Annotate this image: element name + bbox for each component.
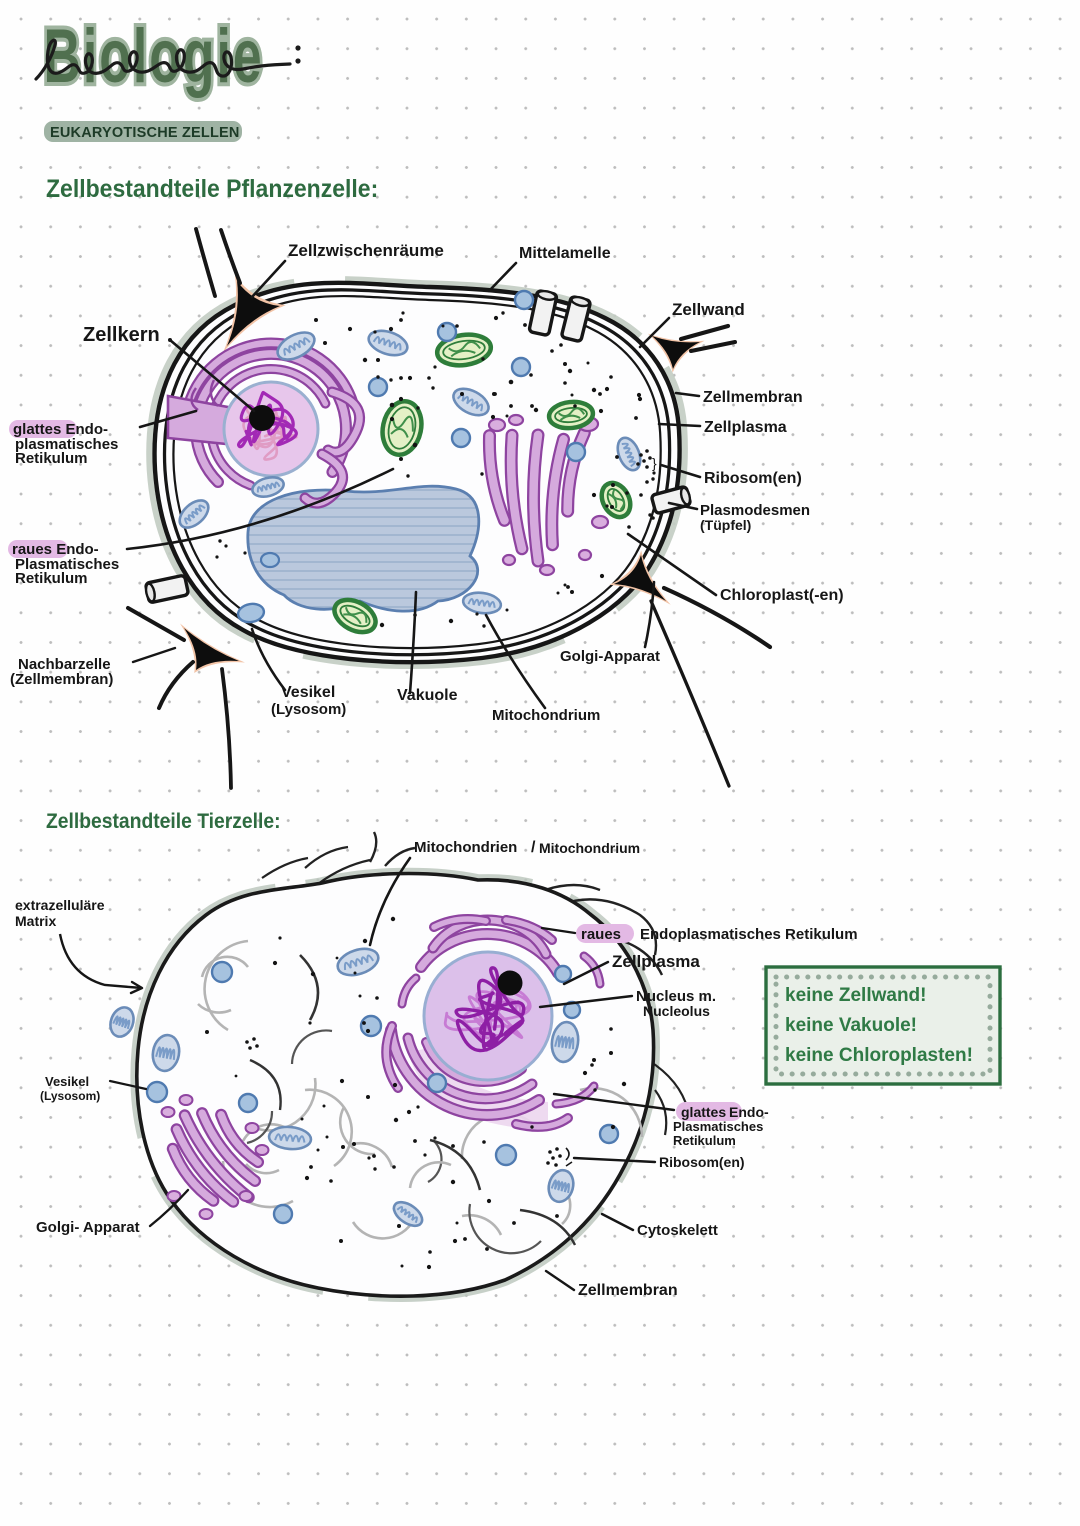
svg-text:Ribosom(en): Ribosom(en) xyxy=(704,470,802,487)
svg-text:plasmatisches: plasmatisches xyxy=(15,436,118,453)
svg-text:Ribosom(en): Ribosom(en) xyxy=(659,1154,745,1170)
svg-text:(Zellmembran): (Zellmembran) xyxy=(10,671,113,688)
svg-text:Vesikel: Vesikel xyxy=(45,1074,89,1089)
svg-text:keine Zellwand!: keine Zellwand! xyxy=(785,985,926,1006)
svg-text:Retikulum: Retikulum xyxy=(15,570,88,587)
svg-text:Endoplasmatisches Retikulum: Endoplasmatisches Retikulum xyxy=(640,926,858,943)
svg-text:keine Chloroplasten!: keine Chloroplasten! xyxy=(785,1045,973,1066)
svg-text:Nucleus m.: Nucleus m. xyxy=(636,988,716,1005)
svg-text:glattes: glattes xyxy=(681,1104,726,1120)
svg-text:Zellmembran: Zellmembran xyxy=(703,389,803,406)
svg-text:(Lysosom): (Lysosom) xyxy=(40,1089,100,1103)
svg-text:}: } xyxy=(652,455,657,471)
svg-text:Zellwand: Zellwand xyxy=(672,300,745,319)
svg-text:Nucleolus: Nucleolus xyxy=(643,1003,710,1019)
svg-text:/: / xyxy=(531,839,536,856)
svg-text:Vakuole: Vakuole xyxy=(397,687,458,704)
svg-text:Zellplasma: Zellplasma xyxy=(704,419,787,436)
svg-text:raues: raues xyxy=(581,926,621,943)
svg-text:Zellbestandteile Tierzelle:: Zellbestandteile Tierzelle: xyxy=(46,810,281,833)
svg-text:EUKARYOTISCHE ZELLEN: EUKARYOTISCHE ZELLEN xyxy=(50,125,240,141)
svg-text:Mitochondrium: Mitochondrium xyxy=(492,707,600,724)
svg-text:Plasmatisches: Plasmatisches xyxy=(673,1119,763,1134)
svg-text:Mitochondrium: Mitochondrium xyxy=(539,840,640,856)
svg-text:Matrix: Matrix xyxy=(15,913,56,929)
svg-text:Mittelamelle: Mittelamelle xyxy=(519,245,611,262)
svg-text:Plasmodesmen: Plasmodesmen xyxy=(700,502,810,519)
svg-text:Zellzwischenräume: Zellzwischenräume xyxy=(288,241,444,260)
svg-text:Vesikel: Vesikel xyxy=(281,684,335,701)
svg-text:keine Vakuole!: keine Vakuole! xyxy=(785,1015,917,1036)
svg-text:Zellplasma: Zellplasma xyxy=(612,952,700,971)
svg-text:raues Endo-: raues Endo- xyxy=(12,541,99,558)
svg-text:(Tüpfel): (Tüpfel) xyxy=(700,517,751,533)
svg-text:Chloroplast(-en): Chloroplast(-en) xyxy=(720,587,844,604)
svg-text:Endo-: Endo- xyxy=(729,1104,769,1120)
svg-text:Plasmatisches: Plasmatisches xyxy=(15,556,119,573)
svg-text:Retikulum: Retikulum xyxy=(15,450,88,467)
svg-text:Zellkern: Zellkern xyxy=(83,324,160,346)
svg-text:extrazelluläre: extrazelluläre xyxy=(15,897,105,913)
svg-text:glattes Endo-: glattes Endo- xyxy=(13,421,108,438)
svg-text:Nachbarzelle: Nachbarzelle xyxy=(18,656,111,673)
svg-text:Zellbestandteile Pflanzenzelle: Zellbestandteile Pflanzenzelle: xyxy=(46,175,378,203)
svg-text:Mitochondrien: Mitochondrien xyxy=(414,839,517,856)
svg-text:Golgi- Apparat: Golgi- Apparat xyxy=(36,1219,140,1236)
svg-text:Zellmembran: Zellmembran xyxy=(578,1282,678,1299)
svg-text:(Lysosom): (Lysosom) xyxy=(271,701,346,718)
svg-text:Cytoskelett: Cytoskelett xyxy=(637,1222,718,1239)
svg-text:Retikulum: Retikulum xyxy=(673,1133,736,1148)
svg-text:Golgi-Apparat: Golgi-Apparat xyxy=(560,648,660,665)
